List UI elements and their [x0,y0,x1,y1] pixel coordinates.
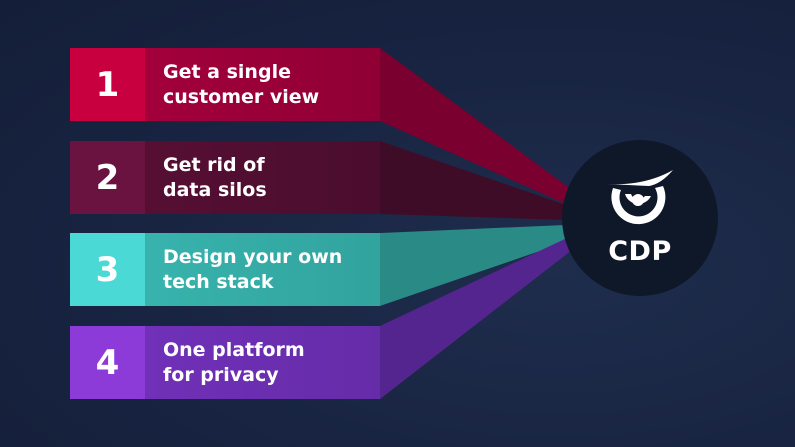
hub-label: CDP [608,235,672,267]
cdp-hub: CDP [562,140,718,296]
item-number: 3 [70,233,145,306]
funnel-2 [380,141,566,220]
funnel-3 [380,225,566,306]
funnel-4 [380,238,572,399]
item-number: 4 [70,326,145,399]
funnel-1 [380,48,572,205]
item-number: 2 [70,141,145,214]
item-number: 1 [70,48,145,121]
eye-logo-icon [607,169,673,224]
